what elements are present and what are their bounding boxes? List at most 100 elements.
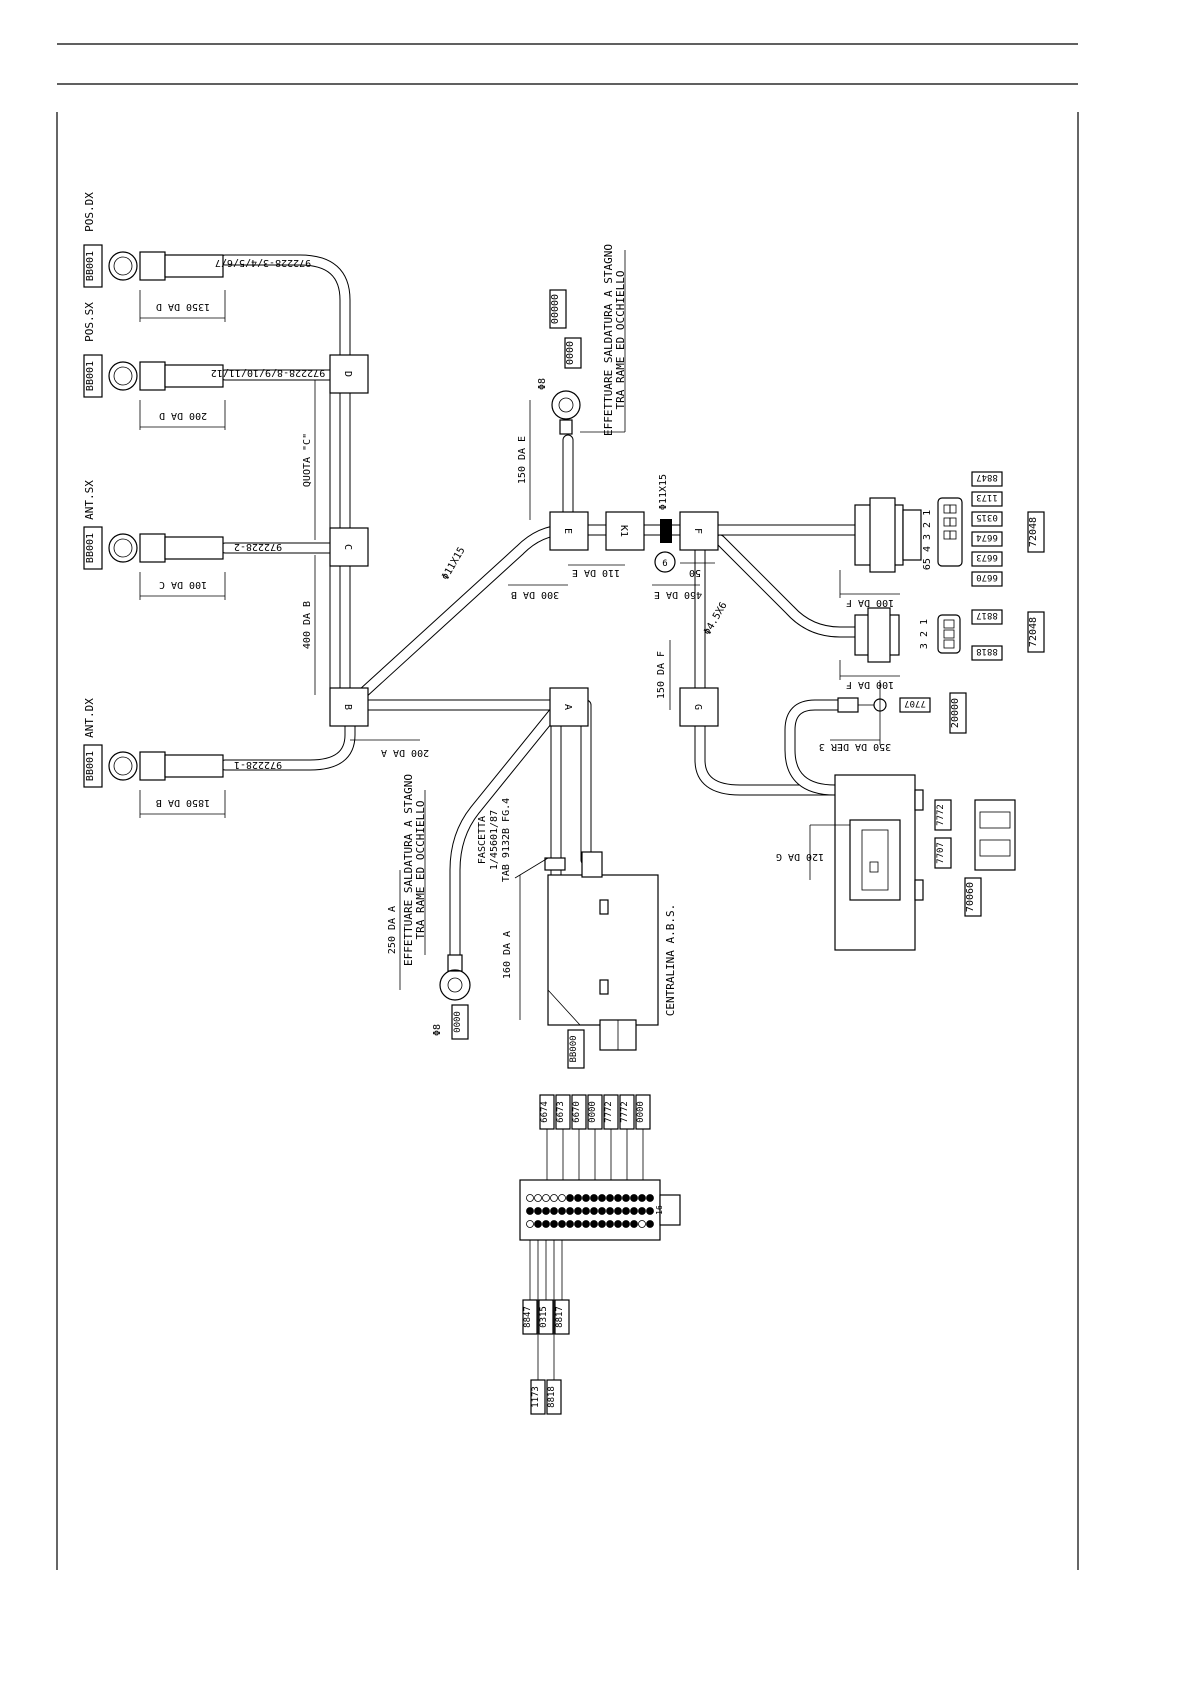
node-d — [329, 354, 369, 394]
abs-control-unit: CENTRALINA A.B.S. FASCETTA 1/45601/87 TA… — [477, 798, 677, 1069]
pin-dot — [526, 1194, 534, 1202]
6pin-code-0315: 0315 — [976, 512, 998, 522]
pin-dot — [550, 1194, 558, 1202]
abs-extra-code: 8818 — [547, 1386, 557, 1408]
connector-possx: BB001 POS.SX 972228-8/9/10/11/12 200 DA … — [83, 302, 325, 430]
dim-100-da-f-b: 100 DA F — [846, 679, 894, 690]
pin-dot — [534, 1194, 542, 1202]
pin-dot — [574, 1207, 582, 1215]
connector-label: POS.SX — [83, 302, 96, 342]
code-7707-b: 7707 — [936, 842, 946, 864]
dim-120-da-g: 120 DA G — [776, 851, 824, 862]
3pin-code-8817: 8817 — [976, 610, 998, 620]
connector-code: BB001 — [85, 361, 96, 391]
abs-housing — [547, 874, 659, 1026]
node-six-label: 6 — [662, 559, 667, 569]
6pin-codes: 6670 6673 6674 0315 1173 8847 — [971, 471, 1003, 587]
node-k1-label: K1 — [618, 525, 629, 537]
pin-dot — [558, 1220, 566, 1228]
dim-quota-c: QUOTA "C" — [302, 433, 313, 487]
code-box — [83, 354, 103, 398]
dim-100-da-f-a: 100 DA F — [846, 597, 894, 608]
abs-bottom-code: 8847 — [523, 1306, 533, 1328]
abs-top-code: 6673 — [556, 1101, 566, 1123]
pin-dot — [630, 1194, 638, 1202]
node-e — [549, 511, 589, 551]
pin-dot — [550, 1207, 558, 1215]
pin-dot — [638, 1220, 646, 1228]
mating-plug-icon — [974, 799, 1016, 871]
eyelet-diameter: Φ8 — [432, 1024, 443, 1036]
connector-code: BB001 — [85, 751, 96, 781]
code-box — [83, 244, 103, 288]
pin-dot — [614, 1194, 622, 1202]
node-b-label: B — [342, 704, 353, 710]
connector-antsx: BB001 ANT.SX 972228-2 100 DA C — [83, 480, 282, 600]
wire-d11x15-a: Φ11X15 — [440, 545, 468, 582]
node-six — [654, 551, 676, 573]
cable-code: 972228-1 — [234, 759, 282, 770]
dim-label: 1350 DA D — [156, 301, 210, 312]
code-7707-a: 7707 — [904, 698, 926, 708]
3pin-numbers: 3 2 1 — [919, 619, 930, 649]
pin-dot — [638, 1207, 646, 1215]
connector-code: BB001 — [85, 533, 96, 563]
6pin-code-6674: 6674 — [976, 532, 998, 542]
pin-dot — [574, 1194, 582, 1202]
solder-note-top-1: EFFETTUARE SALDATURA A STAGNO — [602, 244, 615, 436]
code-7772: 7772 — [936, 804, 946, 826]
code-20000: 20000 — [950, 698, 961, 728]
wire-d45x6: Φ4.5X6 — [702, 600, 730, 637]
dim-460-da-e: 460 DA E — [654, 589, 702, 600]
big-connector-group: 120 DA G 7772 7707 70060 — [776, 774, 1016, 951]
dim-label: 200 DA D — [159, 410, 207, 421]
code-72048-a: 72048 — [1028, 517, 1039, 547]
abs-extra-code: 1173 — [531, 1386, 541, 1408]
bottom-eyelet-group: Φ8 0000 250 DA A EFFETTUARE SALDATURA A … — [387, 774, 471, 1040]
node-e-label: E — [562, 528, 573, 534]
pin-dot — [646, 1194, 654, 1202]
pin-dot — [598, 1207, 606, 1215]
branch-g-conn — [694, 704, 841, 796]
connector-6pin: 65 4 3 2 1 6670 6673 6674 0315 1173 8847… — [839, 471, 1045, 608]
abs-top-code: 0000 — [588, 1101, 598, 1123]
plug-sleeve — [164, 254, 224, 278]
fascetta-2: 1/45601/87 — [489, 810, 500, 870]
pin-dot — [614, 1207, 622, 1215]
dim-400-da-b: 400 DA B — [302, 601, 313, 649]
solder-note-bottom-1: EFFETTUARE SALDATURA A STAGNO — [402, 774, 415, 966]
cable-code: 972228-8/9/10/11/12 — [211, 367, 325, 378]
branch-f-3pin — [714, 534, 861, 638]
abs-top-code: 7772 — [620, 1101, 630, 1123]
pin-dot — [582, 1194, 590, 1202]
dim-250-da-a: 250 DA A — [387, 906, 398, 954]
harness-wires — [219, 254, 861, 961]
6pin-numbers: 65 4 3 2 1 — [922, 510, 933, 570]
connector-label: ANT.DX — [83, 698, 96, 738]
eyelet-diameter: Φ8 — [537, 378, 548, 390]
plug-face-icon — [108, 251, 138, 281]
dim-160-da-a: 160 DA A — [502, 931, 513, 979]
dim-150-da-e: 150 DA E — [517, 436, 528, 484]
harness-nodes: D C B A E K1 F 6 G — [329, 354, 719, 727]
pin-dot — [622, 1194, 630, 1202]
abs-top-code: 7772 — [604, 1101, 614, 1123]
abs-top-code: 6674 — [540, 1101, 550, 1123]
abs-pinout: 16 6674 6673 6670 0000 7772 7772 0000 — [519, 1094, 681, 1415]
pin-dot — [558, 1194, 566, 1202]
dim-150-da-f: 150 DA F — [656, 651, 667, 699]
fascetta-3: TAB 9132B FG.4 — [501, 798, 512, 882]
pin-dot — [646, 1207, 654, 1215]
dim-300-da-b: 300 DA B — [511, 589, 559, 600]
node-a — [549, 687, 589, 727]
connector-posdx: BB001 POS.DX 972228-3/4/5/6/7 1350 DA D — [83, 192, 311, 322]
pin-dot — [534, 1220, 542, 1228]
plug-face-icon — [108, 533, 138, 563]
connector-label: ANT.SX — [83, 480, 96, 520]
3pin-face — [937, 614, 961, 654]
plug-body — [139, 251, 166, 281]
pin-dot — [630, 1207, 638, 1215]
node-g-label: G — [692, 704, 703, 710]
